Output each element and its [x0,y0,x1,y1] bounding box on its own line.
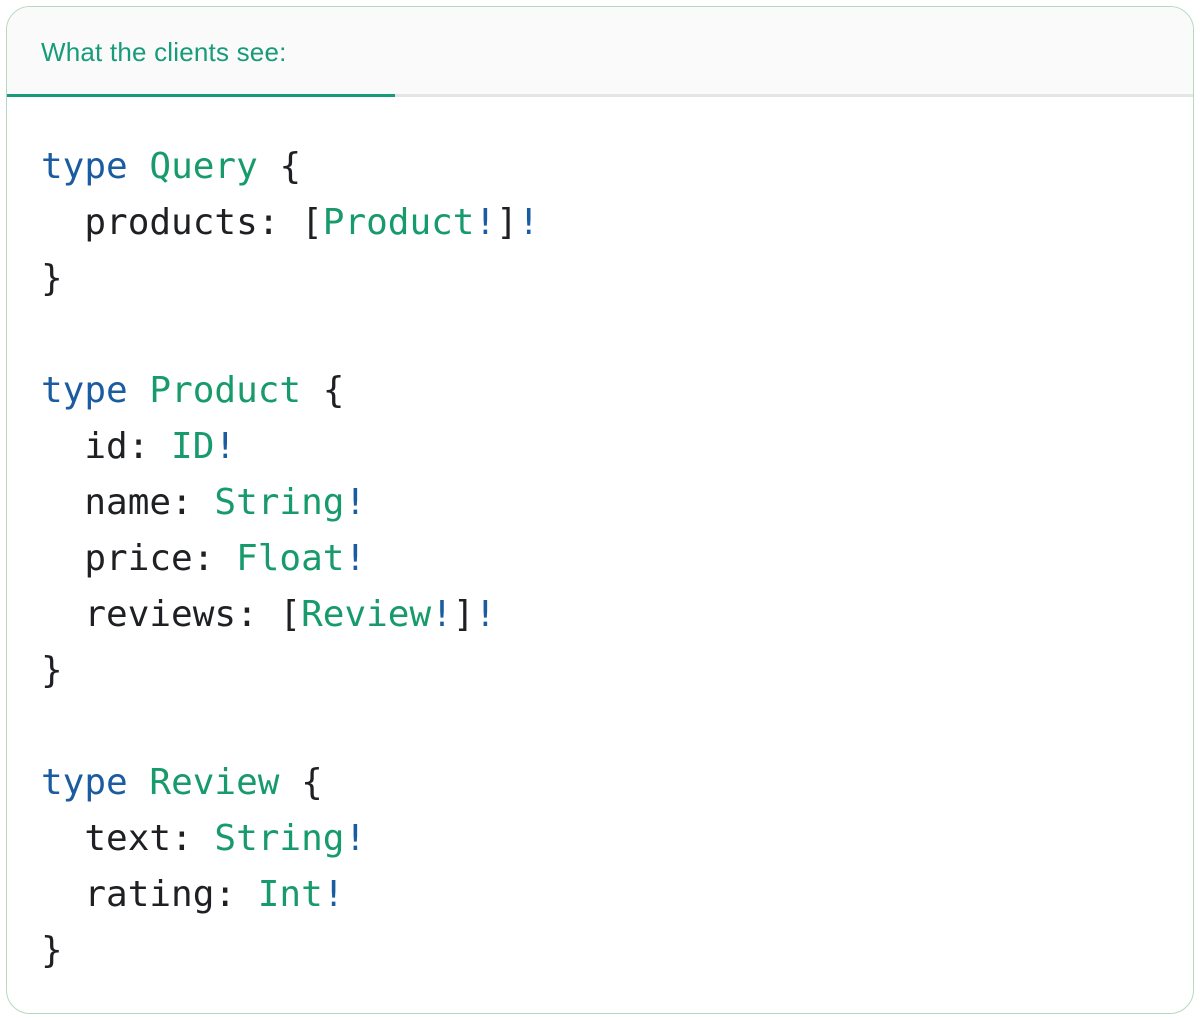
code-token: ] [452,594,475,635]
code-token: { [257,146,302,187]
card-header: What the clients see: [7,7,1193,97]
code-line: type Query { [41,139,1193,195]
code-token: ! [214,426,237,467]
code-token: type [41,370,128,411]
code-line: products: [Product!]! [41,195,1193,251]
code-line: } [41,923,1193,979]
code-token: ! [474,202,497,243]
code-token: price: [41,538,237,579]
code-token: ! [344,538,367,579]
code-token: { [279,762,323,803]
code-token: Product [322,202,475,243]
code-token: reviews: [ [41,594,302,635]
code-token: products: [ [41,202,323,243]
code-token: rating: [41,874,258,915]
code-token: } [41,650,63,691]
code-line: name: String! [41,475,1193,531]
code-line [41,307,1193,363]
code-token [128,146,150,187]
code-token [128,370,150,411]
code-line: rating: Int! [41,867,1193,923]
code-token: id: [41,426,172,467]
code-token: Query [149,146,258,187]
code-token: String [214,818,345,859]
active-tab-underline [7,94,395,97]
code-token: type [41,146,128,187]
schema-card: What the clients see: type Query { produ… [6,6,1194,1014]
code-token: Float [236,538,345,579]
code-line: id: ID! [41,419,1193,475]
code-token: ID [171,426,215,467]
code-line: type Product { [41,363,1193,419]
code-line: price: Float! [41,531,1193,587]
code-token: type [41,762,128,803]
code-token: Product [149,370,302,411]
code-token: ! [344,818,367,859]
code-token: ! [474,594,497,635]
code-block: type Query { products: [Product!]!}type … [7,97,1193,979]
code-token: ! [322,874,345,915]
code-token: ] [496,202,518,243]
code-line: reviews: [Review!]! [41,587,1193,643]
code-token: Review [301,594,432,635]
code-line [41,699,1193,755]
code-token: Int [257,874,323,915]
tab-label: What the clients see: [41,36,287,67]
code-line: } [41,643,1193,699]
code-token: Review [149,762,280,803]
code-token: text: [41,818,215,859]
code-line: type Review { [41,755,1193,811]
code-token: } [41,258,63,299]
code-token [128,762,150,803]
tab-divider [7,94,1193,97]
code-token: ! [431,594,453,635]
code-line: } [41,251,1193,307]
code-token: ! [517,202,540,243]
code-token: name: [41,482,215,523]
code-token: { [301,370,345,411]
code-line: text: String! [41,811,1193,867]
tab-what-clients-see[interactable]: What the clients see: [7,7,287,97]
code-token: ! [344,482,367,523]
code-token: } [41,930,63,971]
code-token: String [214,482,345,523]
